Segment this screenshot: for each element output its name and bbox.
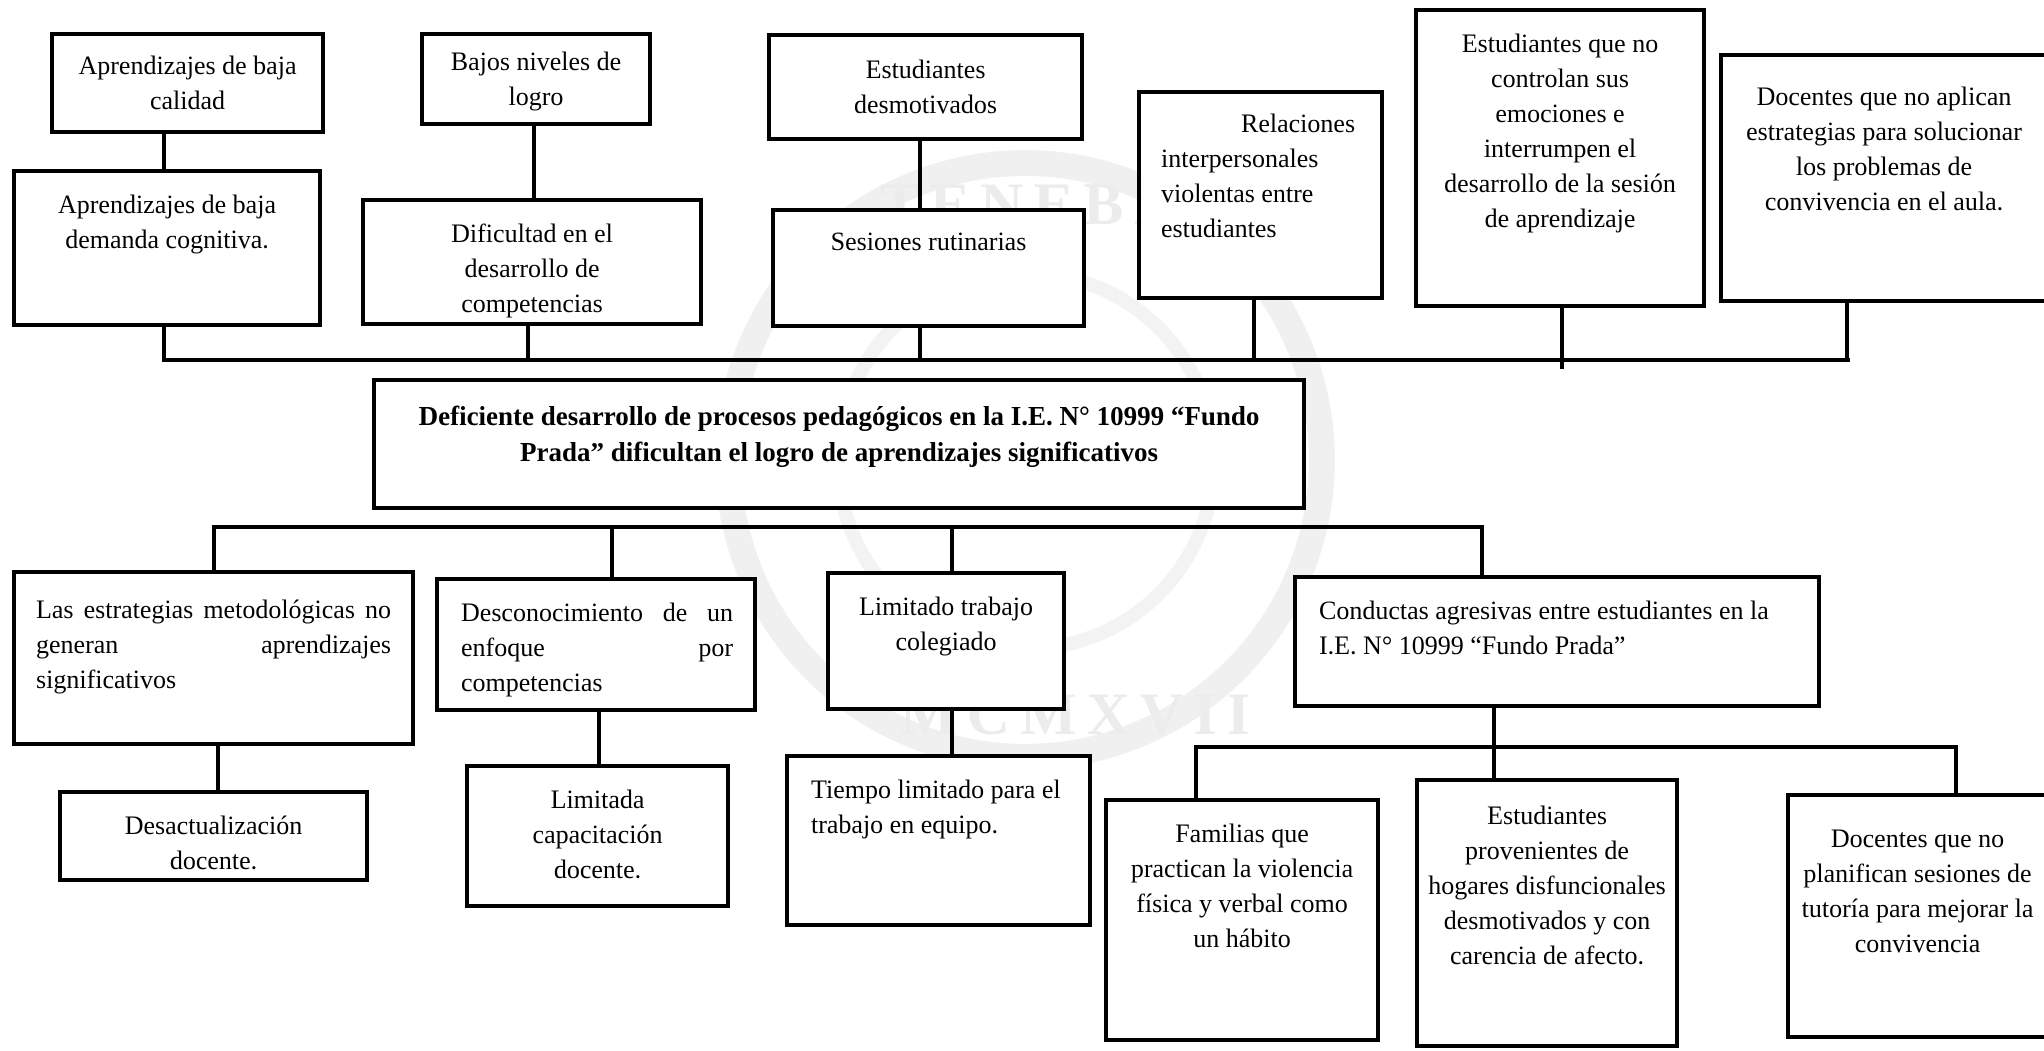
connector — [162, 323, 166, 362]
subcause-text: Desactualización docente. — [124, 811, 303, 875]
connector — [1480, 525, 1484, 577]
cause-box-3: Limitado trabajo colegiado — [826, 571, 1066, 711]
subcause-box-5: Estudiantes provenientes de hogares disf… — [1415, 778, 1679, 1048]
effect-box-9: Docentes que no aplican estrategias para… — [1719, 53, 2044, 303]
connector — [1492, 706, 1496, 778]
effect-box-6: Sesiones rutinarias — [771, 208, 1086, 328]
connector — [597, 710, 601, 764]
connector — [1252, 300, 1256, 362]
connector — [610, 525, 614, 577]
cause-box-2: Desconocimiento de un enfoque por compet… — [435, 577, 757, 712]
effects-bar — [162, 358, 1850, 362]
cause-box-1: Las estrategias metodológicas no generan… — [12, 570, 415, 746]
central-problem-text: Deficiente desarrollo de procesos pedagó… — [418, 401, 1260, 467]
connector — [532, 124, 536, 200]
subcauses-bar — [1194, 745, 1958, 749]
connector — [1845, 302, 1849, 362]
effect-text: Sesiones rutinarias — [830, 227, 1027, 256]
cause-text: Conductas agresivas entre estudiantes en… — [1319, 596, 1769, 660]
central-problem-box: Deficiente desarrollo de procesos pedagó… — [372, 378, 1306, 510]
connector — [918, 138, 922, 210]
connector — [212, 525, 216, 570]
subcause-text: Docentes que no planifican sesiones de t… — [1801, 824, 2034, 958]
connector — [1194, 745, 1198, 798]
effect-box-2: Bajos niveles de logro — [420, 32, 652, 126]
connector — [526, 323, 530, 362]
effect-text: Relaciones interpersonales violentas ent… — [1161, 109, 1356, 243]
effect-box-4: Aprendizajes de baja demanda cognitiva. — [12, 169, 322, 327]
effect-text: Aprendizajes de baja demanda cognitiva. — [57, 190, 276, 254]
subcause-text: Estudiantes provenientes de hogares disf… — [1428, 801, 1666, 970]
cause-text: Limitado trabajo colegiado — [858, 592, 1033, 656]
cause-text: Las estrategias metodológicas no generan… — [36, 595, 391, 694]
effect-box-1: Aprendizajes de baja calidad — [50, 32, 325, 134]
effect-text: Docentes que no aplican estrategias para… — [1746, 82, 2022, 216]
cause-box-4: Conductas agresivas entre estudiantes en… — [1293, 575, 1821, 708]
subcause-box-1: Desactualización docente. — [58, 790, 369, 882]
effect-text: Bajos niveles de logro — [450, 47, 622, 111]
subcause-box-3: Tiempo limitado para el trabajo en equip… — [785, 754, 1092, 927]
connector — [216, 744, 220, 790]
subcause-box-6: Docentes que no planifican sesiones de t… — [1786, 793, 2044, 1039]
subcause-box-4: Familias que practican la violencia físi… — [1104, 798, 1380, 1042]
effect-text: Estudiantes que no controlan sus emocion… — [1444, 29, 1676, 233]
connector — [950, 525, 954, 571]
effect-box-8: Estudiantes que no controlan sus emocion… — [1414, 8, 1706, 308]
effect-box-3: Estudiantes desmotivados — [767, 33, 1084, 141]
effect-box-7: Relaciones interpersonales violentas ent… — [1137, 90, 1384, 300]
subcause-text: Familias que practican la violencia físi… — [1130, 819, 1354, 953]
connector — [1560, 305, 1564, 369]
effect-box-5: Dificultad en el desarrollo de competenc… — [361, 198, 703, 326]
effect-text: Dificultad en el desarrollo de competenc… — [451, 219, 613, 318]
subcause-text: Tiempo limitado para el trabajo en equip… — [811, 775, 1061, 839]
causes-bar — [212, 525, 1484, 529]
subcause-text: Limitada capacitación docente. — [532, 785, 663, 884]
connector — [950, 710, 954, 754]
subcause-box-2: Limitada capacitación docente. — [465, 764, 730, 908]
connector — [918, 326, 922, 362]
effect-text: Aprendizajes de baja calidad — [78, 51, 297, 115]
cause-text: Desconocimiento de un enfoque por compet… — [461, 598, 733, 697]
connector — [162, 133, 166, 173]
effect-text: Estudiantes desmotivados — [854, 55, 997, 119]
connector — [1954, 745, 1958, 793]
